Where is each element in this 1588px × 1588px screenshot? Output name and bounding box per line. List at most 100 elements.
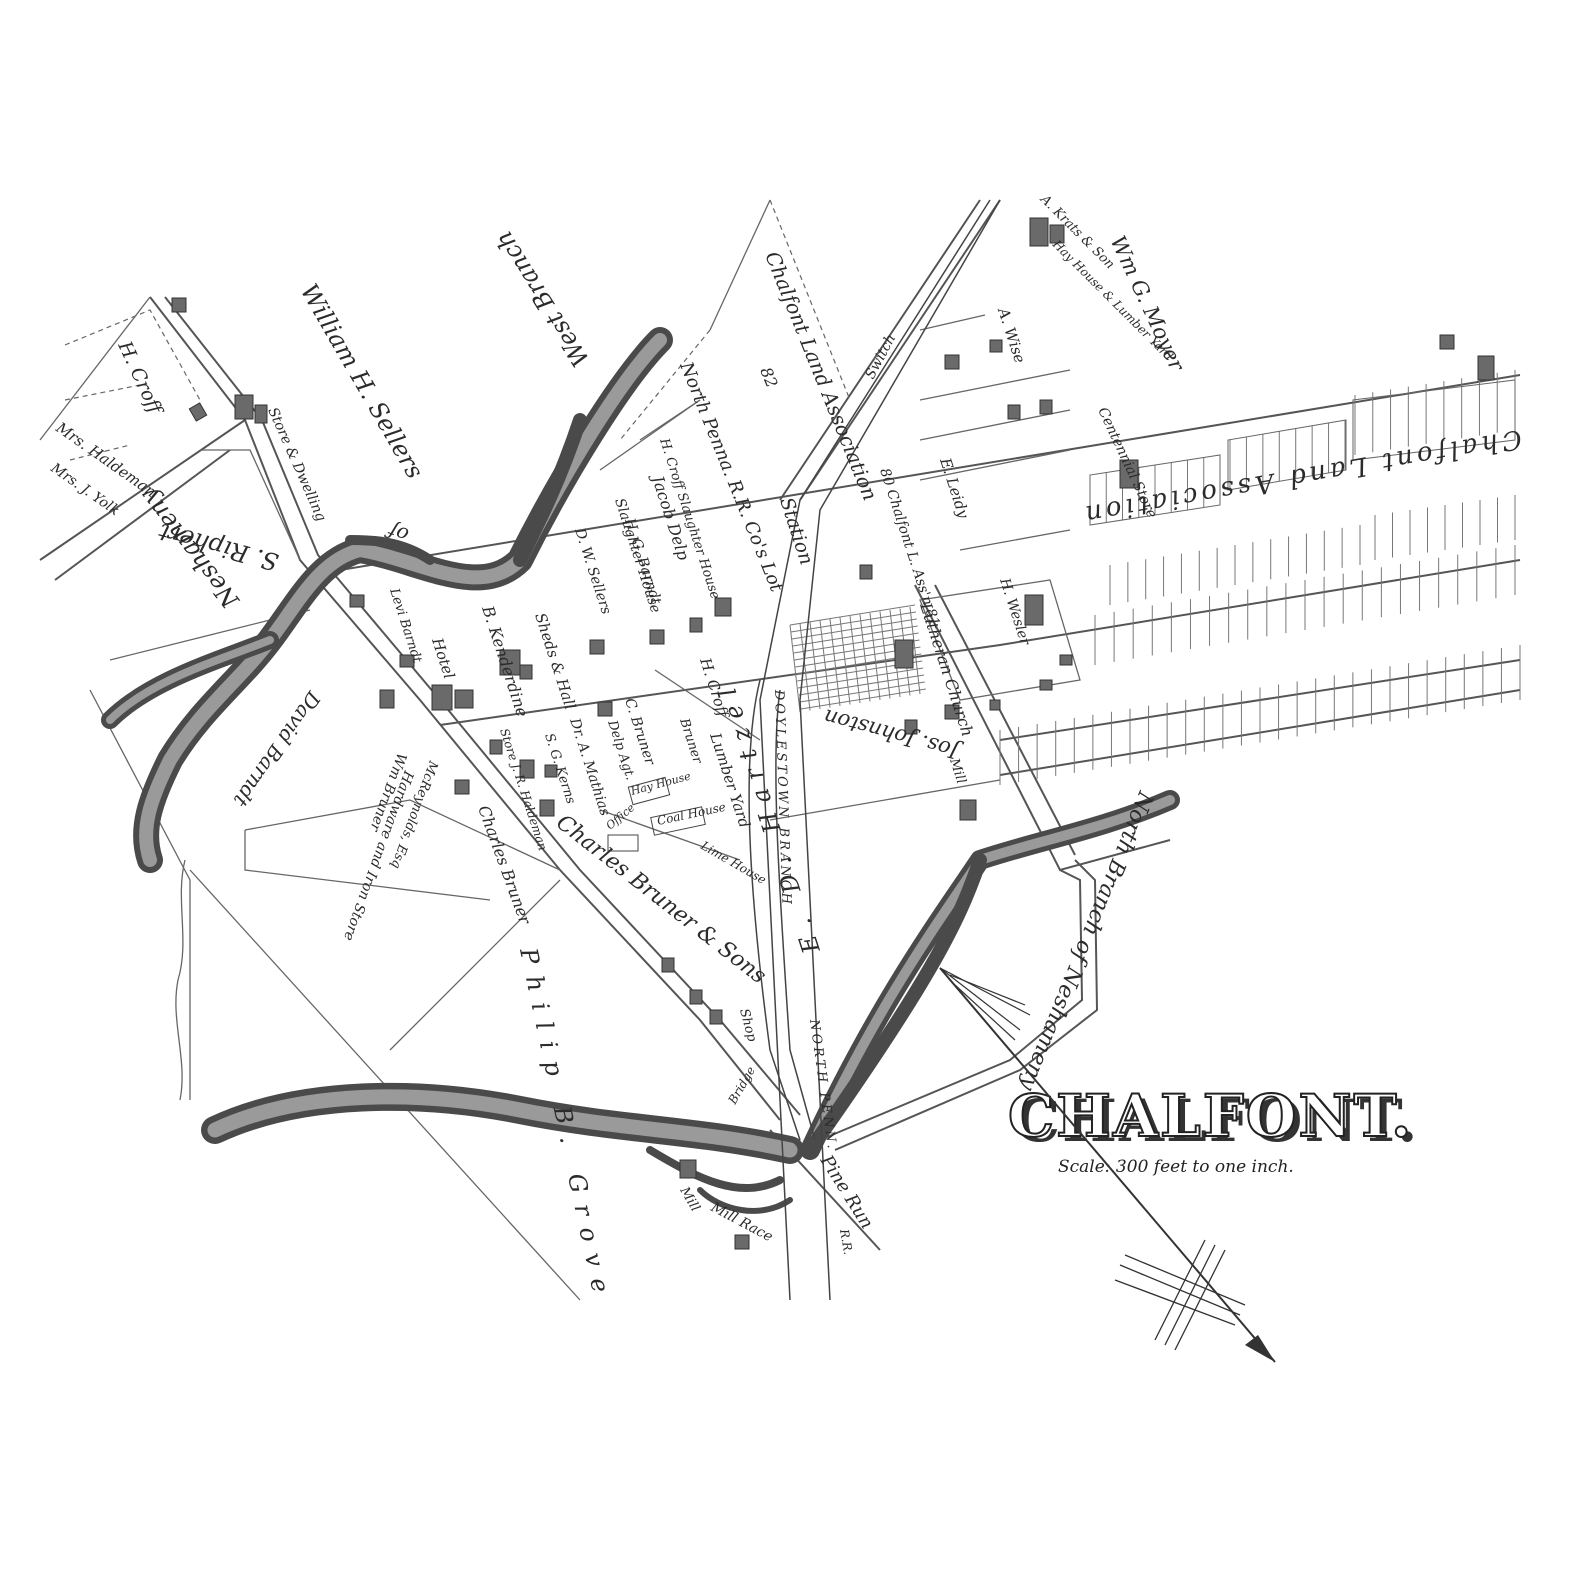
road-se-2 <box>934 584 1076 856</box>
north-penn-rr <box>759 199 991 1301</box>
building <box>714 597 732 617</box>
building <box>454 779 470 795</box>
building <box>379 689 395 709</box>
building <box>989 699 1001 711</box>
station-road-2 <box>799 199 1001 501</box>
compass-feather <box>939 967 1031 1041</box>
railroad <box>599 199 1001 1301</box>
label-store-kern: Store J. R. Haldeman <box>497 727 550 853</box>
road-loop-2 <box>834 859 1099 1151</box>
building <box>944 354 960 370</box>
building <box>1024 594 1044 626</box>
creek-island <box>513 413 587 567</box>
church-grid-line <box>849 615 861 704</box>
label-chalfont-land-association-right: Chalfont Land Association <box>1079 423 1524 530</box>
label-mill-race-top: Mill <box>946 756 969 786</box>
building <box>399 654 415 668</box>
label-e-d-hartzel: E. D. Hartzel <box>710 675 826 958</box>
building <box>661 957 675 973</box>
church-grid-line <box>909 606 921 695</box>
label-mrs-haldeman: Mrs. Haldeman <box>52 418 160 501</box>
label-charles-bruner: Charles Bruner <box>474 803 535 928</box>
label-west-branch: West Branch <box>490 226 596 372</box>
building <box>1477 355 1495 381</box>
lot-block <box>1227 419 1347 491</box>
church-grid-line <box>791 618 917 640</box>
building <box>1029 217 1049 247</box>
compass-star <box>1114 1239 1246 1351</box>
building <box>1439 334 1455 350</box>
building <box>689 989 703 1005</box>
station-road <box>779 199 981 501</box>
label-station: Station <box>775 495 817 568</box>
small-stream <box>175 859 186 1101</box>
lutheran-church-building <box>894 639 914 669</box>
label-lot-82: 82 <box>756 364 781 390</box>
label-bruner: Bruner <box>676 716 705 766</box>
building <box>904 719 918 735</box>
building <box>188 402 208 422</box>
building <box>171 297 187 313</box>
label-jos-johnston: Jos. Johnston <box>821 704 965 764</box>
creeks <box>101 327 1180 1214</box>
lot-block <box>1089 454 1221 526</box>
building <box>689 617 703 633</box>
title-shadow: CHALFONT. <box>1014 1087 1419 1155</box>
label-rr: R.R. <box>837 1227 855 1256</box>
office-box <box>607 834 639 852</box>
church-grid-line <box>789 624 801 713</box>
building <box>431 684 453 711</box>
building <box>1119 459 1139 489</box>
label-switch: Switch <box>862 332 899 382</box>
building <box>1039 679 1053 691</box>
north-branch-fork <box>803 853 987 1157</box>
church-grid-line <box>790 611 916 633</box>
building <box>589 639 605 655</box>
label-william-sellers: William H. Sellers <box>295 279 429 483</box>
compass-arrow-shaft <box>939 967 1276 1363</box>
lot-block <box>1352 379 1516 461</box>
building <box>539 799 555 817</box>
building <box>597 701 613 717</box>
building <box>959 799 977 821</box>
building <box>499 649 521 676</box>
label-levi-barndt: Levi Barndt <box>386 586 425 666</box>
church-grid-line <box>789 604 916 626</box>
church-grid-line <box>829 618 841 707</box>
label-hotel: Hotel <box>428 635 458 681</box>
mill-race <box>646 1146 784 1192</box>
label-e-leidy: E. Leidy <box>936 455 973 521</box>
building <box>679 1159 697 1179</box>
label-shop: Shop <box>736 1007 759 1044</box>
label-lime-house: Lime House <box>698 838 769 887</box>
church-grid-line <box>879 611 891 699</box>
church-grid-line <box>809 621 821 710</box>
building <box>709 1009 723 1025</box>
outline-buildings <box>607 776 706 852</box>
building <box>544 764 558 778</box>
label-dw-sellers: D. W. Sellers <box>571 525 614 616</box>
church-grid-line <box>799 681 925 703</box>
building <box>1039 399 1053 415</box>
building <box>1049 224 1065 244</box>
buildings <box>171 217 1495 1250</box>
label-coal-house: Coal House <box>656 800 727 828</box>
hay-house-box <box>627 776 671 806</box>
building <box>989 339 1003 353</box>
map-title: CHALFONT. CHALFONT. Scale: 300 feet to o… <box>1007 1081 1419 1177</box>
building <box>649 629 665 645</box>
label-charles-bruner-sons: Charles Bruner & Sons <box>551 810 770 989</box>
church-grid-line <box>798 667 924 689</box>
church-grid-line <box>819 620 831 708</box>
church-grid-line <box>839 617 851 705</box>
building <box>519 664 533 680</box>
church-grid-line <box>859 614 871 702</box>
road-west <box>39 419 246 561</box>
label-a-wise: A. Wise <box>994 304 1029 366</box>
church-grid-line <box>793 632 919 654</box>
main-street-north <box>309 374 1521 576</box>
label-nprr-lot: North Penna. R.R. Co's Lot <box>675 358 787 595</box>
building <box>859 564 873 580</box>
church-grid-line <box>792 625 918 647</box>
